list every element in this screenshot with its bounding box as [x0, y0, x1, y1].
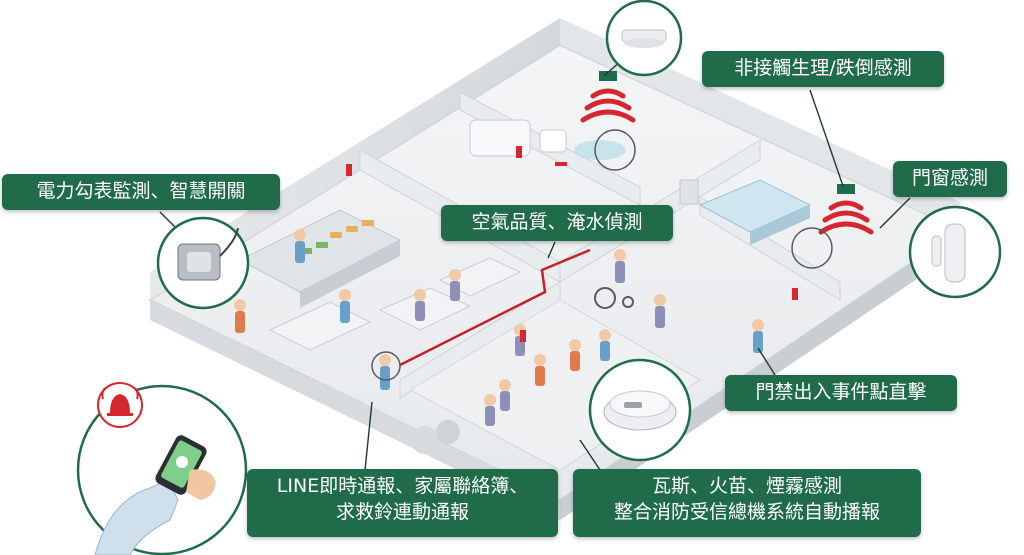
label-text: 空氣品質、淹水偵測 — [471, 211, 643, 233]
label-text: 電力勾表監測、智慧開關 — [36, 180, 246, 202]
label-text-line-2: 求救鈴連動通報 — [335, 501, 469, 523]
label-text: 門窗感測 — [911, 167, 988, 189]
label-gas-fire: 瓦斯、火苗、煙霧感測 整合消防受信總機系統自動播報 — [573, 469, 921, 537]
label-access-control: 門禁出入事件點直擊 — [725, 375, 957, 411]
smoke-detector-icon — [603, 390, 677, 431]
wall-alarm-markers — [346, 146, 798, 342]
radar-wave-icon — [818, 184, 874, 235]
ceiling-sensor-icon — [621, 29, 667, 48]
ceiling-sensor-callout — [605, 0, 683, 77]
bathroom-area — [469, 119, 626, 160]
label-text: 門禁出入事件點直擊 — [755, 381, 927, 403]
phone-callout — [76, 384, 248, 555]
clamp-meter-icon — [177, 227, 239, 281]
label-door-window: 門窗感測 — [893, 161, 1007, 197]
activity-room — [408, 299, 701, 471]
green-food-row — [300, 242, 328, 254]
highlight-rings — [371, 129, 833, 381]
door-sensor-callout — [908, 205, 1002, 299]
bedroom-area — [679, 179, 812, 245]
door-sensor-icon — [931, 223, 966, 283]
label-air-quality: 空氣品質、淹水偵測 — [441, 205, 673, 241]
smoke-detector-callout — [588, 358, 692, 462]
smartphone-icon — [155, 435, 207, 495]
power-meter-callout — [156, 216, 250, 310]
callout-connectors — [159, 59, 911, 471]
label-line-notify: LINE即時通報、家屬聯絡簿、 求救鈴連動通報 — [247, 469, 558, 537]
label-power-meter: 電力勾表監測、智慧開關 — [2, 174, 280, 210]
alarm-bell-icon — [97, 382, 143, 428]
food-tray-row — [330, 220, 374, 238]
label-text: 非接觸生理/跌倒感測 — [734, 57, 912, 79]
radar-wave-icon — [580, 71, 636, 123]
emergency-route-line — [399, 248, 591, 367]
label-text-line-1: 瓦斯、火苗、煙霧感測 — [651, 475, 842, 497]
label-fall-detection: 非接觸生理/跌倒感測 — [702, 51, 944, 87]
wheelchair-icon — [594, 287, 634, 309]
label-text-line-1: LINE即時通報、家屬聯絡簿、 — [276, 475, 529, 497]
label-text-line-2: 整合消防受信總機系統自動播報 — [613, 501, 880, 523]
